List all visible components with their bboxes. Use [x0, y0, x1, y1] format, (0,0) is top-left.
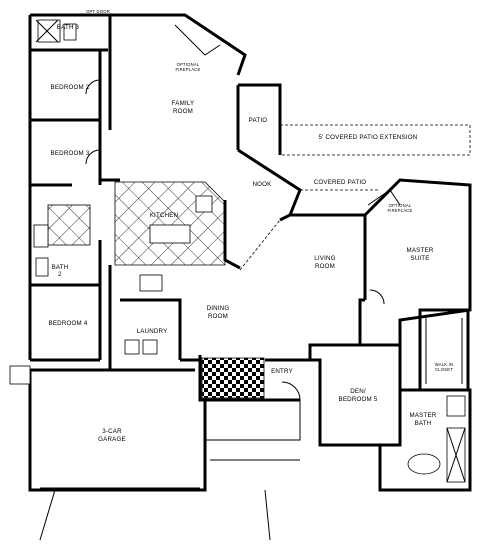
- bath2-tile: [47, 204, 91, 246]
- patio-walls: [236, 83, 282, 155]
- bedroom2-door: [85, 79, 101, 95]
- fireplace2-label-2: FIREPLACE: [387, 208, 412, 213]
- nook-dash: [239, 219, 281, 271]
- master-fireplace: [367, 189, 401, 206]
- master-bath-label-2: BATH: [415, 420, 432, 427]
- den-label-2: BEDROOM 5: [339, 396, 378, 403]
- fireplace2-label-1: OPTIONAL: [389, 203, 412, 208]
- bath3-tub-mark: [35, 19, 59, 43]
- family-room-walls: [108, 13, 247, 130]
- bath3-label: BATH 3: [57, 24, 80, 31]
- laundry-walls: [108, 265, 182, 370]
- dining-room-label-2: ROOM: [208, 313, 228, 320]
- bedroom-wing-walls: [28, 13, 112, 362]
- fireplace1-label-2: FIREPLACE: [175, 67, 200, 72]
- family-room-label-2: ROOM: [173, 108, 193, 115]
- kitchen-island: [149, 224, 191, 244]
- pantry-shelf: [139, 274, 163, 292]
- garage-walls: [28, 368, 207, 492]
- living-room-label-2: ROOM: [315, 263, 335, 270]
- closet-label-2: CLOSET: [435, 367, 453, 372]
- bath2-walls: [30, 240, 102, 360]
- master-bath-label-1: MASTER: [410, 412, 437, 419]
- master-toilet: [446, 395, 466, 417]
- driveway-lines: [39, 489, 271, 541]
- bath2-label-2: 2: [58, 271, 62, 278]
- kitchen-sink: [195, 195, 213, 213]
- bath2-sink: [35, 257, 49, 277]
- dryer: [142, 339, 158, 355]
- nook-label: NOOK: [252, 181, 272, 188]
- closet-walls: [418, 308, 470, 392]
- washer: [124, 339, 140, 355]
- dining-room-label-1: DINING: [207, 305, 230, 312]
- entry-door: [281, 381, 301, 401]
- front-walk: [205, 400, 301, 461]
- den-walls: [318, 343, 402, 447]
- bath3-fixture: [37, 19, 61, 43]
- garage-label-2: GARAGE: [98, 436, 126, 443]
- covered-patio-ext-label: 5' COVERED PATIO EXTENSION: [319, 134, 418, 141]
- closet-label-1: WALK IN: [435, 362, 453, 367]
- kitchen-label: KITCHEN: [150, 212, 179, 219]
- family-room-label-1: FAMILY: [172, 100, 195, 107]
- entry-walls: [198, 355, 322, 402]
- master-suite-walls: [363, 178, 472, 360]
- laundry-label: LAUNDRY: [137, 328, 168, 335]
- entry-label: ENTRY: [271, 368, 293, 375]
- closet-shelves: [425, 318, 463, 384]
- kitchen-floor: [114, 181, 226, 266]
- bedroom3-door: [85, 149, 101, 165]
- master-suite-label-1: MASTER: [407, 247, 434, 254]
- patio-label: PATIO: [249, 117, 268, 124]
- den-label-1: DEN/: [350, 388, 366, 395]
- covered-patio-label: COVERED PATIO: [314, 179, 367, 186]
- master-suite-label-2: SUITE: [410, 255, 429, 262]
- bedroom3-label: BEDROOM 3: [51, 150, 90, 157]
- garage-step: [9, 365, 31, 385]
- entry-tile: [201, 357, 265, 399]
- fireplace1-label-1: OPTIONAL: [177, 62, 200, 67]
- living-room-walls: [290, 213, 365, 360]
- master-bath-walls: [378, 388, 472, 492]
- nook-wall: [237, 148, 302, 222]
- covered-patio-ext-outline: [280, 124, 471, 156]
- shower-mark: [446, 427, 466, 483]
- living-room-label-1: LIVING: [314, 255, 336, 262]
- living-room-door: [369, 289, 385, 305]
- bath3-toilet: [63, 23, 77, 41]
- bedroom2-label: BEDROOM 2: [51, 84, 90, 91]
- master-tub: [407, 453, 441, 475]
- opt-door-label: OPT DOOR: [86, 9, 110, 14]
- bedroom4-label: BEDROOM 4: [49, 320, 88, 327]
- garage-label-1: 3-CAR: [102, 428, 122, 435]
- kitchen-walls: [100, 178, 241, 270]
- family-fireplace: [174, 24, 221, 56]
- bath2-tub: [33, 224, 49, 248]
- bath2-label-1: BATH: [52, 264, 69, 271]
